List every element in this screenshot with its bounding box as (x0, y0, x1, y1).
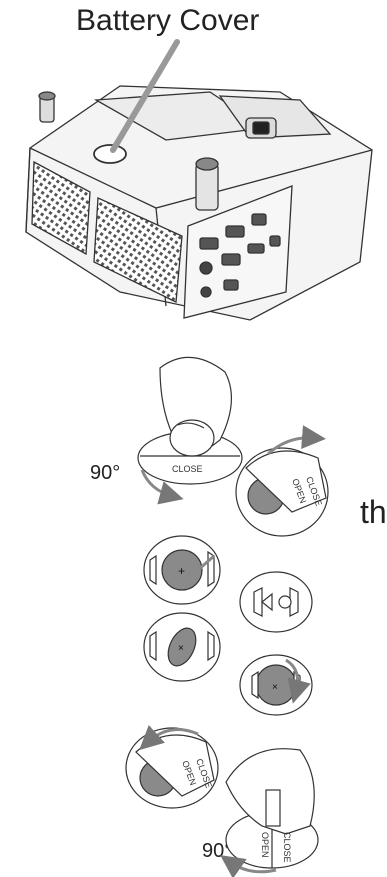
step5-battery-insert: × (144, 613, 220, 681)
step7-replace-cover: OPEN CLOSE (126, 728, 218, 808)
adjuster-foot-right (196, 164, 218, 210)
svg-text:×: × (272, 682, 278, 693)
close-label-step1: CLOSE (172, 464, 203, 474)
svg-text:+: + (178, 564, 185, 578)
svg-text:×: × (178, 643, 184, 654)
close-label-step8: CLOSE (282, 832, 292, 863)
step1-open-cover: CLOSE (138, 357, 242, 496)
step2-cover-removed: OPEN CLOSE (236, 438, 328, 536)
step8-close-cover: OPEN CLOSE (226, 749, 318, 872)
battery-cover-circle (94, 145, 126, 163)
step6-battery-seated: × (240, 655, 312, 715)
step4-empty-holder (240, 572, 312, 632)
projector-illustration (26, 86, 372, 320)
open-label-step8: OPEN (260, 832, 270, 858)
step3-battery-positive: + (144, 536, 220, 604)
